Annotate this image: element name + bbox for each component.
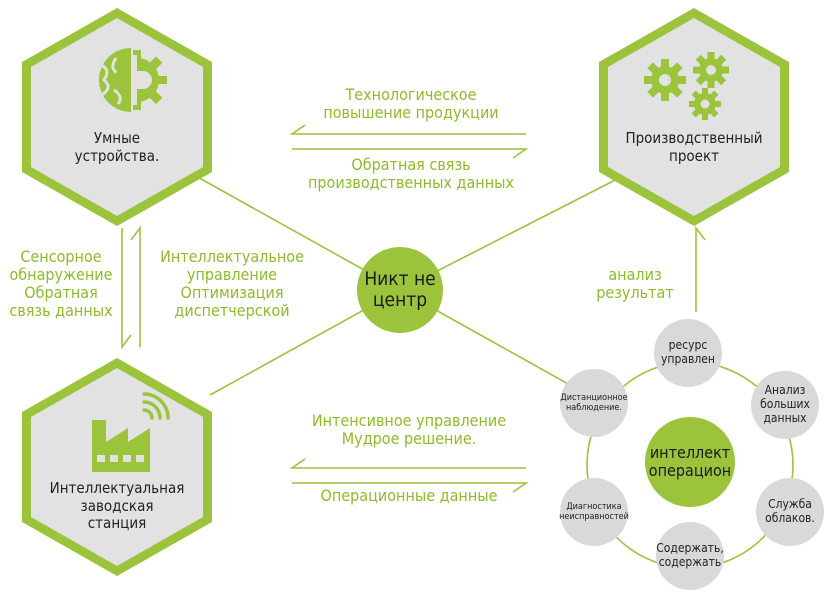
ops-node-bigdata-label: Анализ больших данных bbox=[760, 383, 810, 425]
center-circle bbox=[357, 247, 443, 333]
ops-node-remote-label: Дистанционное наблюдение. bbox=[560, 392, 628, 413]
center-label: Никт не центр bbox=[364, 267, 436, 311]
arrow-left-bottom bbox=[289, 458, 526, 469]
ops-node-diagnosis-label: Диагностика неисправностей bbox=[559, 501, 629, 522]
ops-node-bigdata-circle bbox=[751, 371, 819, 439]
flow-label-bottom-lower: Операционные данные bbox=[320, 486, 498, 505]
arrow-right-bottom bbox=[292, 482, 529, 493]
ops-center-label: интеллект операцион bbox=[648, 442, 732, 480]
ops-center-circle bbox=[645, 417, 735, 507]
arrow-up-left bbox=[130, 225, 141, 347]
brain-gear-icon bbox=[97, 48, 167, 112]
ops-node-cloud-label: Служба облаков. bbox=[765, 497, 815, 525]
flow-arrows bbox=[121, 124, 706, 493]
hexagon-production-project bbox=[599, 8, 789, 226]
flow-label-top-lower: Обратная связь производственных данных bbox=[307, 155, 514, 192]
ops-node-circles bbox=[560, 319, 824, 590]
ops-node-maintain-circle bbox=[656, 522, 724, 590]
smart-devices-label: Умные устройства. bbox=[74, 129, 160, 165]
arrow-right-top bbox=[292, 148, 529, 159]
flow-label-bottom-upper: Интенсивное управление Мудрое решение. bbox=[311, 411, 507, 448]
ops-node-resource-circle bbox=[654, 319, 722, 387]
flow-label-left-outer: Сенсорное обнаружение Обратная связь дан… bbox=[9, 247, 113, 320]
ops-node-remote-circle bbox=[560, 369, 628, 437]
factory-wifi-icon bbox=[92, 392, 170, 472]
production-project-label: Производственный проект bbox=[625, 129, 763, 165]
factory-station-label: Интеллектуальная заводская станция bbox=[49, 479, 185, 533]
hexagon-smart-devices bbox=[22, 8, 212, 226]
ops-node-maintain-label: Содержать, содержать bbox=[656, 541, 724, 569]
ops-node-resource-label: ресурс управлен bbox=[661, 338, 715, 366]
flow-label-top-upper: Технологическое повышение продукции bbox=[323, 85, 499, 122]
ops-node-cloud-circle bbox=[756, 478, 824, 546]
arrow-left-top bbox=[289, 124, 526, 135]
ops-node-diagnosis-circle bbox=[560, 478, 628, 546]
arrow-up-right bbox=[695, 225, 706, 312]
flow-label-left-inner: Интеллектуальное управление Оптимизация … bbox=[160, 247, 304, 320]
arrow-down-left bbox=[121, 228, 132, 350]
flow-label-right: анализ результат bbox=[596, 265, 674, 302]
